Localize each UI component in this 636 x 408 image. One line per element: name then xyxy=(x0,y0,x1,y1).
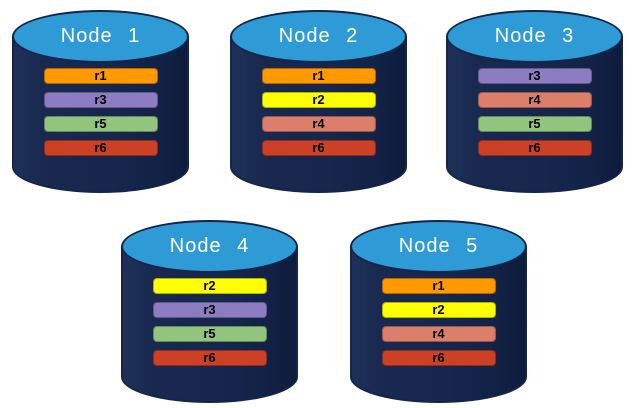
cylinder-top: Node 3 xyxy=(446,10,623,63)
replica-bar-r6: r6 xyxy=(381,350,496,366)
node-label: Node 3 xyxy=(494,25,575,47)
replica-bar-r3: r3 xyxy=(43,92,158,108)
replica-bar-r1: r1 xyxy=(43,68,158,84)
replica-bar-r4: r4 xyxy=(477,92,592,108)
replica-list: r1 r2 r4 r6 xyxy=(350,278,527,366)
cylinder-top: Node 2 xyxy=(230,10,407,63)
node-1: Node 1 r1 r3 r5 r6 xyxy=(12,10,189,193)
cylinder-top: Node 1 xyxy=(12,10,189,63)
node-label: Node 5 xyxy=(398,235,479,257)
replica-list: r3 r4 r5 r6 xyxy=(446,68,623,156)
replica-bar-r1: r1 xyxy=(381,278,496,294)
replica-bar-r1: r1 xyxy=(261,68,376,84)
replica-bar-r3: r3 xyxy=(477,68,592,84)
node-2: Node 2 r1 r2 r4 r6 xyxy=(230,10,407,193)
replica-list: r2 r3 r5 r6 xyxy=(121,278,298,366)
cylinder-top: Node 5 xyxy=(350,220,527,273)
replica-bar-r6: r6 xyxy=(152,350,267,366)
replica-bar-r6: r6 xyxy=(43,140,158,156)
node-label: Node 2 xyxy=(278,25,359,47)
cylinder-top: Node 4 xyxy=(121,220,298,273)
replica-bar-r4: r4 xyxy=(261,116,376,132)
replica-bar-r2: r2 xyxy=(261,92,376,108)
replica-bar-r4: r4 xyxy=(381,326,496,342)
replica-bar-r5: r5 xyxy=(477,116,592,132)
node-5: Node 5 r1 r2 r4 r6 xyxy=(350,220,527,403)
replica-bar-r2: r2 xyxy=(152,278,267,294)
replica-list: r1 r2 r4 r6 xyxy=(230,68,407,156)
replica-bar-r6: r6 xyxy=(261,140,376,156)
replica-bar-r2: r2 xyxy=(381,302,496,318)
node-label: Node 1 xyxy=(60,25,141,47)
replica-bar-r5: r5 xyxy=(43,116,158,132)
replica-bar-r6: r6 xyxy=(477,140,592,156)
replica-bar-r5: r5 xyxy=(152,326,267,342)
replica-list: r1 r3 r5 r6 xyxy=(12,68,189,156)
node-3: Node 3 r3 r4 r5 r6 xyxy=(446,10,623,193)
node-4: Node 4 r2 r3 r5 r6 xyxy=(121,220,298,403)
replica-bar-r3: r3 xyxy=(152,302,267,318)
node-label: Node 4 xyxy=(169,235,250,257)
